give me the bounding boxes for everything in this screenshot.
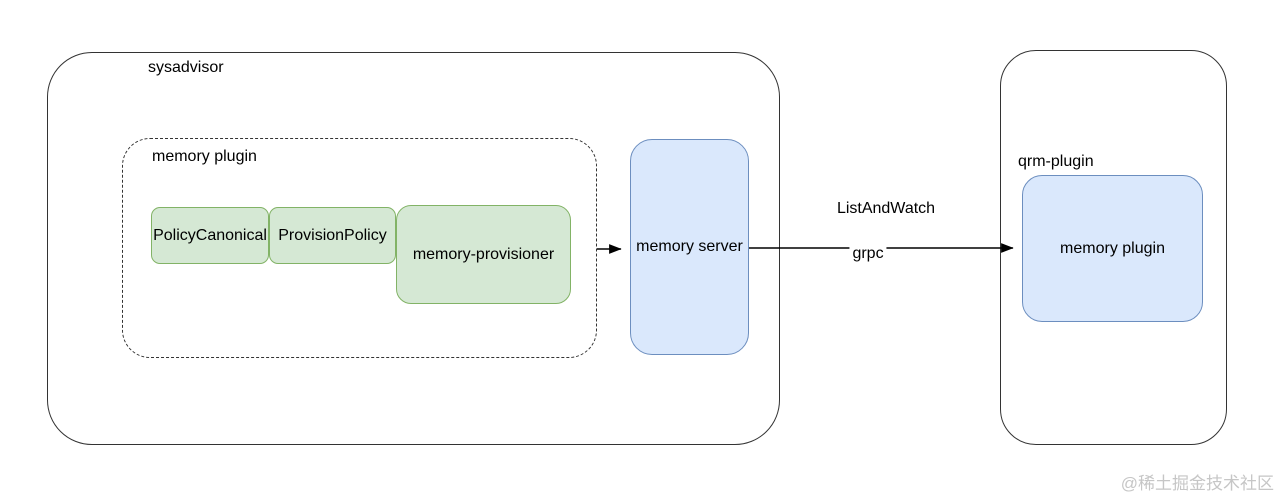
memory-plugin-group-label: memory plugin <box>152 148 257 165</box>
watermark: @稀土掘金技术社区 <box>1120 474 1274 493</box>
node-memory-provisioner-label: memory-provisioner <box>412 245 555 263</box>
node-policy-canonical: PolicyCanonical <box>151 207 269 264</box>
edge-label-listandwatch: ListAndWatch <box>836 200 936 217</box>
node-provision-policy: ProvisionPolicy <box>269 207 396 264</box>
node-qrm-memory-plugin-label: memory plugin <box>1060 239 1165 257</box>
node-policy-canonical-label: PolicyCanonical <box>153 226 267 244</box>
edge-label-grpc: grpc <box>849 245 887 263</box>
node-memory-server-label: memory server <box>636 238 743 255</box>
node-qrm-memory-plugin: memory plugin <box>1022 175 1203 322</box>
memory-plugin-group <box>122 138 597 358</box>
qrm-plugin-label: qrm-plugin <box>1018 153 1094 170</box>
node-memory-provisioner: memory-provisioner <box>396 205 571 304</box>
sysadvisor-label: sysadvisor <box>148 59 224 76</box>
node-provision-policy-label: ProvisionPolicy <box>278 226 387 244</box>
node-memory-server: memory server <box>630 139 749 355</box>
